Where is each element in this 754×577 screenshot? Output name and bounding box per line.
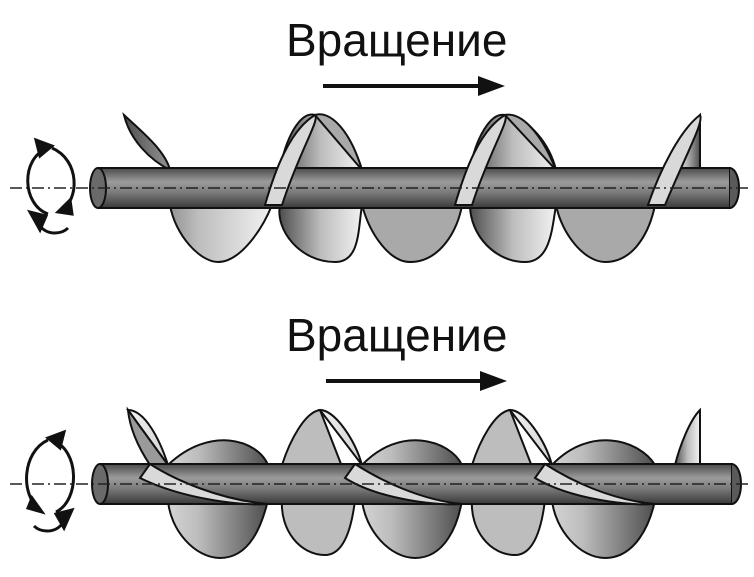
screw-panel-top: Вращение	[10, 14, 752, 264]
rotation-arrows-icon	[26, 137, 76, 235]
rotation-label: Вращение	[286, 14, 508, 66]
arrow-right-icon	[326, 371, 507, 391]
helix-front-top	[263, 113, 702, 206]
rotation-arrows-icon	[25, 429, 75, 533]
rotation-label: Вращение	[286, 309, 508, 361]
arrow-right-icon	[323, 76, 505, 96]
screw-panel-bottom: Вращение	[0, 290, 754, 577]
